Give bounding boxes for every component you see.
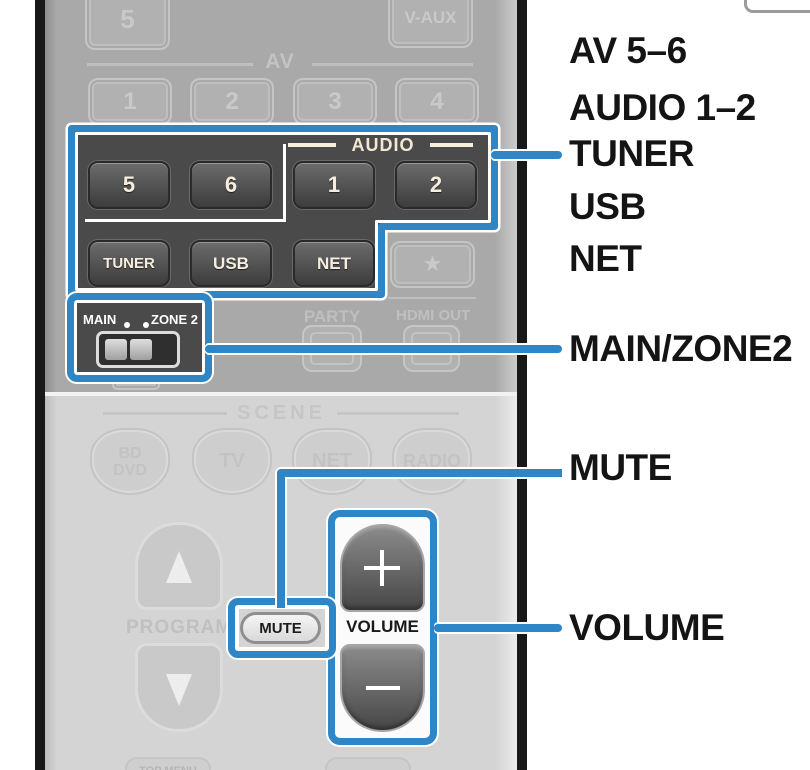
av-button-5-top: 5 — [85, 0, 170, 50]
triangle-up-icon — [166, 551, 192, 583]
mute-callout-line — [275, 467, 562, 608]
program-label: PROGRAM — [126, 617, 233, 638]
av-divider-left — [87, 63, 253, 66]
usb-button: USB — [190, 240, 272, 287]
scene-divider-right — [337, 412, 459, 415]
remote-section-divider — [45, 392, 517, 396]
mute-button: MUTE — [240, 612, 321, 644]
star-button: ★ — [390, 241, 475, 288]
main-dot-icon — [124, 322, 130, 328]
label-volume: VOLUME — [569, 607, 725, 648]
top-menu-button-partial: TOP MENU — [125, 757, 211, 770]
hdmi-out-label: HDMI OUT — [396, 307, 471, 324]
main-zone-callout-line — [205, 345, 562, 353]
main-label: MAIN — [83, 312, 117, 327]
zone-dot-icon — [143, 322, 149, 328]
tuner-callout-line — [491, 151, 562, 159]
switch-knob-right — [130, 339, 152, 360]
label-main-zone2: MAIN/ZONE2 — [569, 328, 793, 369]
net-button: NET — [293, 240, 375, 287]
label-mute: MUTE — [569, 447, 672, 488]
label-usb: USB — [569, 186, 646, 227]
label-net: NET — [569, 238, 642, 279]
remote-left-edge — [35, 0, 45, 770]
volume-callout-line — [434, 624, 562, 632]
volume-up-button — [340, 524, 425, 612]
audio-button-2: 2 — [395, 161, 477, 209]
av-button-4: 4 — [395, 78, 479, 125]
star-icon: ★ — [423, 254, 442, 275]
scene-tv-button: TV — [192, 428, 272, 495]
volume-button-label: VOLUME — [346, 617, 419, 636]
program-up-button — [135, 522, 223, 610]
switch-knob-left — [105, 339, 127, 360]
volume-down-button — [340, 644, 425, 732]
main-zone-switch — [96, 331, 180, 368]
page-corner-box — [744, 0, 810, 13]
zone2-label: ZONE 2 — [151, 312, 198, 327]
tuner-button: TUNER — [88, 240, 170, 287]
scene-radio-button: RADIO — [392, 428, 472, 495]
popup-menu-button-partial — [325, 757, 411, 770]
program-down-button — [135, 643, 223, 732]
audio-button-1: 1 — [293, 161, 375, 209]
label-audio-1-2: AUDIO 1–2 — [569, 87, 756, 128]
label-av-5-6: AV 5–6 — [569, 30, 687, 71]
audio-button-6: 6 — [190, 161, 272, 209]
triangle-down-icon — [166, 674, 192, 706]
av-group-label: AV — [265, 50, 295, 73]
faded-divider-line — [388, 297, 476, 299]
scene-label: SCENE — [237, 402, 326, 424]
minus-icon — [366, 686, 400, 690]
label-tuner: TUNER — [569, 133, 694, 174]
audio-button-5: 5 — [88, 161, 170, 209]
av-divider-right — [312, 63, 473, 66]
v-aux-button: V-AUX — [388, 0, 473, 48]
audio-section-label: AUDIO — [351, 134, 415, 155]
av-button-3: 3 — [293, 78, 377, 125]
scene-net-button: NET — [292, 428, 372, 495]
av-button-2: 2 — [190, 78, 274, 125]
scene-divider-left — [103, 412, 227, 415]
party-label: PARTY — [303, 307, 361, 326]
highlight-white-inline — [75, 132, 491, 291]
remote-right-edge — [517, 0, 527, 770]
